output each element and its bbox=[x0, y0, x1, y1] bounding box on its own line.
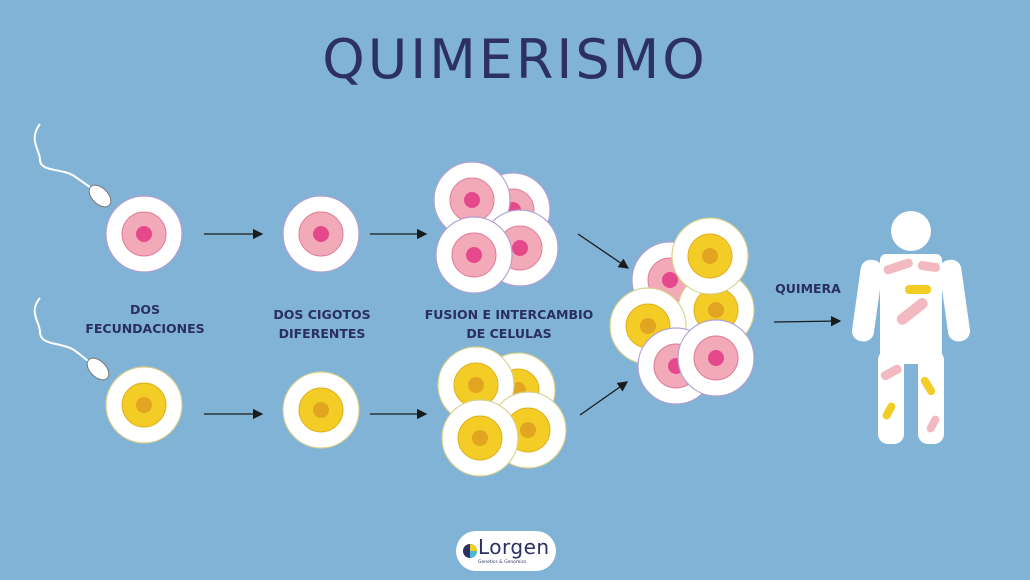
label-fusion: FUSION E INTERCAMBIO DE CELULAS bbox=[414, 305, 604, 343]
label-fusion-line1: FUSION E INTERCAMBIO bbox=[424, 307, 594, 322]
cell-cluster-yellow bbox=[437, 346, 567, 477]
lorgen-logo-tagline: Genetics & Genomics bbox=[478, 560, 527, 565]
cell-cluster-pink bbox=[433, 161, 559, 294]
label-zygotes-line2: DIFERENTES bbox=[278, 326, 366, 341]
lorgen-logo: Lorgen Genetics & Genomics bbox=[456, 531, 556, 571]
label-zygotes-line1: DOS CIGOTOS bbox=[273, 307, 371, 322]
label-chimera: QUIMERA bbox=[768, 279, 848, 298]
cell-cluster-mixed bbox=[609, 217, 755, 405]
chimera-body-icon bbox=[851, 211, 971, 444]
label-fusion-line2: DE CELULAS bbox=[466, 326, 552, 341]
lorgen-logo-mark-icon bbox=[463, 544, 477, 558]
label-zygotes: DOS CIGOTOS DIFERENTES bbox=[260, 305, 384, 343]
label-fertilizations: DOS FECUNDACIONES bbox=[82, 300, 208, 338]
arrow-mix-to-chimera bbox=[773, 315, 842, 327]
label-fertilizations-line2: FECUNDACIONES bbox=[85, 321, 205, 336]
sperm-top bbox=[33, 123, 112, 208]
page-title: QUIMERISMO bbox=[322, 28, 708, 91]
arrow-fusion-to-mix-top bbox=[577, 233, 630, 269]
label-chimera-text: QUIMERA bbox=[775, 281, 841, 296]
zygote-yellow bbox=[282, 371, 360, 449]
sperm-bottom bbox=[33, 297, 110, 381]
egg-pink-fertilized bbox=[105, 195, 183, 273]
egg-yellow-fertilized bbox=[105, 366, 183, 444]
label-fertilizations-line1: DOS bbox=[129, 302, 160, 317]
zygote-pink bbox=[282, 195, 360, 273]
lorgen-logo-text: Lorgen bbox=[478, 535, 550, 559]
arrow-fusion-to-mix-bottom bbox=[579, 381, 629, 416]
